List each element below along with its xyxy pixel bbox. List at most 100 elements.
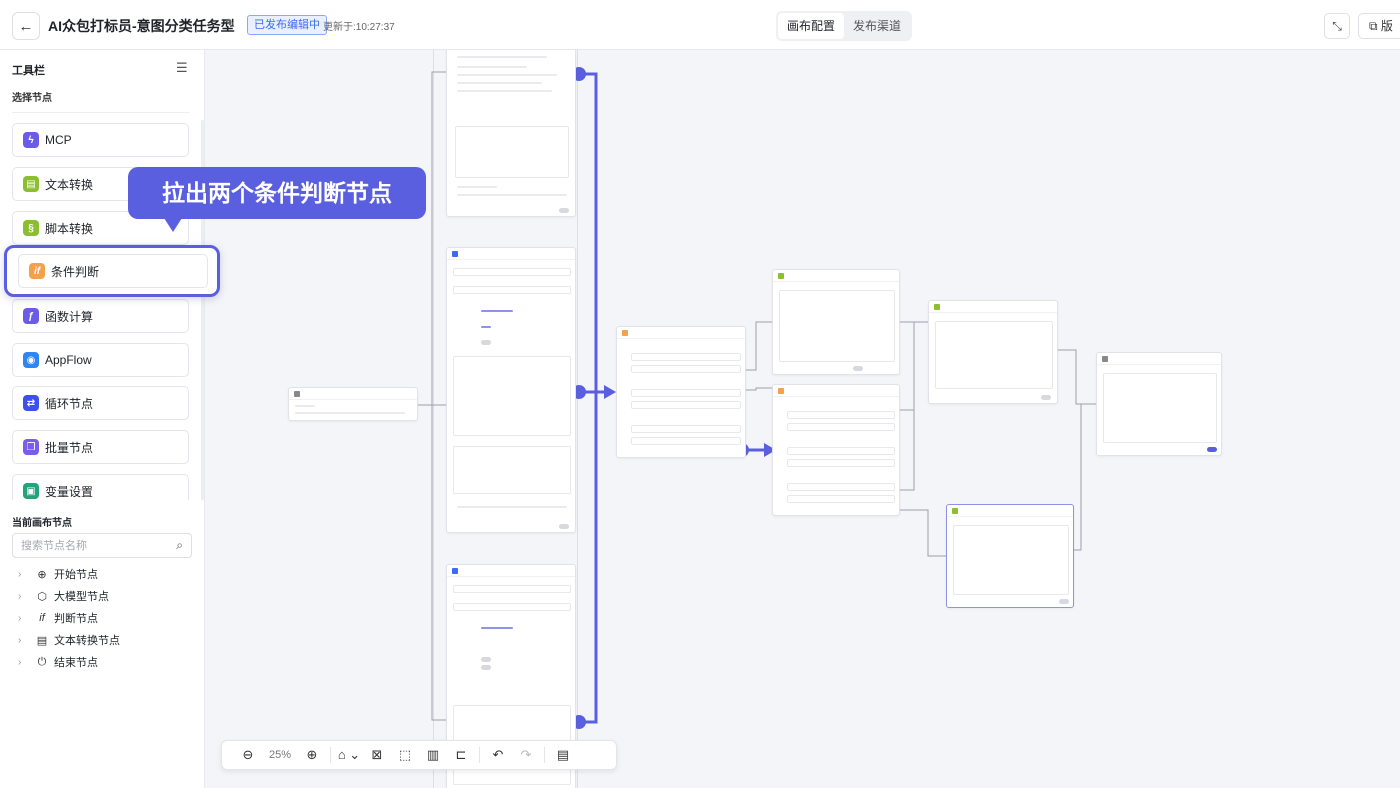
tree-item-condition[interactable]: › if 判断节点 — [18, 609, 98, 627]
select-box[interactable] — [453, 268, 571, 276]
condition-row[interactable] — [787, 447, 895, 455]
current-canvas-title: 当前画布节点 — [12, 518, 72, 529]
mouse-mode-button[interactable]: ⌂ ⌄ — [335, 743, 363, 767]
placeholder-line — [457, 194, 567, 196]
condition-node-1[interactable] — [616, 326, 746, 458]
version-button[interactable]: ⧉ 版 — [1358, 13, 1400, 39]
align-button[interactable]: ⊏ — [447, 743, 475, 767]
text-node-3[interactable] — [946, 504, 1074, 608]
divider — [12, 112, 190, 113]
search-icon[interactable]: ⌕ — [176, 538, 183, 552]
flow-canvas[interactable] — [206, 50, 1400, 788]
select-box[interactable] — [453, 585, 571, 593]
tree-item-label: 开始节点 — [54, 569, 98, 581]
condition-row[interactable] — [787, 483, 895, 491]
prompt-box[interactable] — [453, 446, 571, 494]
chevron-right-icon[interactable]: › — [18, 634, 22, 646]
text-node-2[interactable] — [928, 300, 1058, 404]
node-item-batch[interactable]: ❒ 批量节点 — [12, 430, 189, 464]
select-box[interactable] — [453, 286, 571, 294]
prompt-box[interactable] — [455, 126, 569, 178]
tab-canvas-config[interactable]: 画布配置 — [778, 13, 845, 39]
canvas-toolbar: ⊖ 25% ⊕ ⌂ ⌄ ⊠ ⬚ ▥ ⊏ ↶ ↷ ▤ — [221, 740, 617, 770]
chevron-right-icon[interactable]: › — [18, 656, 22, 668]
sidebar-title: 工具栏 — [12, 65, 45, 77]
chevron-right-icon[interactable]: › — [18, 568, 22, 580]
node-item-variable[interactable]: ▣ 变量设置 — [12, 474, 189, 500]
node-item-appflow[interactable]: ◉ AppFlow — [12, 343, 189, 377]
condition-row[interactable] — [787, 411, 895, 419]
select-box[interactable] — [453, 603, 571, 611]
undo-icon: ↶ — [492, 747, 504, 762]
toggle-switch[interactable] — [1207, 447, 1217, 452]
back-button[interactable]: ← — [12, 12, 40, 40]
minimap-icon: ▤ — [556, 747, 570, 762]
edge-cond2-text3 — [900, 509, 946, 557]
text-box[interactable] — [935, 321, 1053, 389]
tree-item-start[interactable]: › ⊕ 开始节点 — [18, 565, 98, 583]
updated-label: 更新于: — [323, 22, 356, 33]
llm-node-3[interactable] — [446, 564, 576, 788]
node-item-mcp[interactable]: ϟ MCP — [12, 123, 189, 157]
text-box[interactable] — [953, 525, 1069, 595]
if-icon — [778, 387, 784, 394]
slider-track[interactable] — [481, 310, 513, 312]
toggle-switch[interactable] — [481, 340, 491, 345]
select-area-button[interactable]: ⬚ — [391, 743, 419, 767]
slider-track[interactable] — [481, 627, 513, 629]
llm-node-2[interactable] — [446, 247, 576, 533]
condition-row[interactable] — [787, 423, 895, 431]
condition-row[interactable] — [631, 353, 741, 361]
pencil-icon[interactable]: ✎ — [225, 16, 236, 31]
node-item-function[interactable]: ƒ 函数计算 — [12, 299, 189, 333]
llm-node-1[interactable] — [446, 50, 576, 217]
toolbar-sidebar: 工具栏 ☰ 选择节点 ϟ MCP ▤ 文本转换 § 脚本转换 ƒ 函数计算 ◉ … — [0, 50, 205, 788]
condition-row[interactable] — [787, 459, 895, 467]
condition-node-2[interactable] — [772, 384, 900, 516]
toggle-switch[interactable] — [481, 657, 491, 662]
node-item-loop[interactable]: ⇄ 循环节点 — [12, 386, 189, 420]
zoom-level: 25% — [268, 749, 292, 761]
text-node-1[interactable] — [772, 269, 900, 375]
sidebar-scrollbar[interactable] — [201, 120, 204, 500]
zoom-out-button[interactable]: ⊖ — [234, 743, 262, 767]
search-input[interactable] — [13, 534, 163, 557]
output-box[interactable] — [1103, 373, 1217, 443]
condition-row[interactable] — [631, 401, 741, 409]
condition-row[interactable] — [631, 437, 741, 445]
if-icon — [622, 329, 628, 336]
toggle-switch[interactable] — [1041, 395, 1051, 400]
layout-button[interactable]: ▥ — [419, 743, 447, 767]
condition-row[interactable] — [787, 495, 895, 503]
redo-button[interactable]: ↷ — [512, 743, 540, 767]
toggle-switch[interactable] — [559, 208, 569, 213]
toggle-switch[interactable] — [481, 665, 491, 670]
fit-view-button[interactable]: ⊠ — [363, 743, 391, 767]
condition-row[interactable] — [631, 389, 741, 397]
menu-collapse-icon[interactable]: ☰ — [176, 60, 188, 75]
zoom-in-button[interactable]: ⊕ — [298, 743, 326, 767]
chevron-right-icon[interactable]: › — [18, 612, 22, 624]
end-node[interactable] — [1096, 352, 1222, 456]
start-node[interactable] — [288, 387, 418, 421]
text-box[interactable] — [779, 290, 895, 362]
minimap-button[interactable]: ▤ — [549, 743, 577, 767]
tree-item-text-transform[interactable]: › ▤ 文本转换节点 — [18, 631, 120, 649]
toggle-switch[interactable] — [1059, 599, 1069, 604]
collapse-button[interactable]: ⤡ — [1324, 13, 1350, 39]
tree-item-end[interactable]: › ⏻ 结束节点 — [18, 653, 98, 671]
toggle-switch[interactable] — [559, 524, 569, 529]
prompt-box[interactable] — [453, 356, 571, 436]
zoom-out-icon: ⊖ — [242, 747, 254, 762]
tree-item-llm[interactable]: › ⬡ 大模型节点 — [18, 587, 109, 605]
placeholder-line — [457, 90, 552, 92]
condition-row[interactable] — [631, 365, 741, 373]
condition-row[interactable] — [631, 425, 741, 433]
tab-publish-channel[interactable]: 发布渠道 — [853, 19, 902, 33]
toggle-switch[interactable] — [853, 366, 863, 371]
chevron-right-icon[interactable]: › — [18, 590, 22, 602]
slider-track[interactable] — [481, 326, 491, 328]
edge-start-llm1 — [418, 71, 446, 406]
node-item-condition[interactable]: if 条件判断 — [18, 254, 208, 288]
undo-button[interactable]: ↶ — [484, 743, 512, 767]
